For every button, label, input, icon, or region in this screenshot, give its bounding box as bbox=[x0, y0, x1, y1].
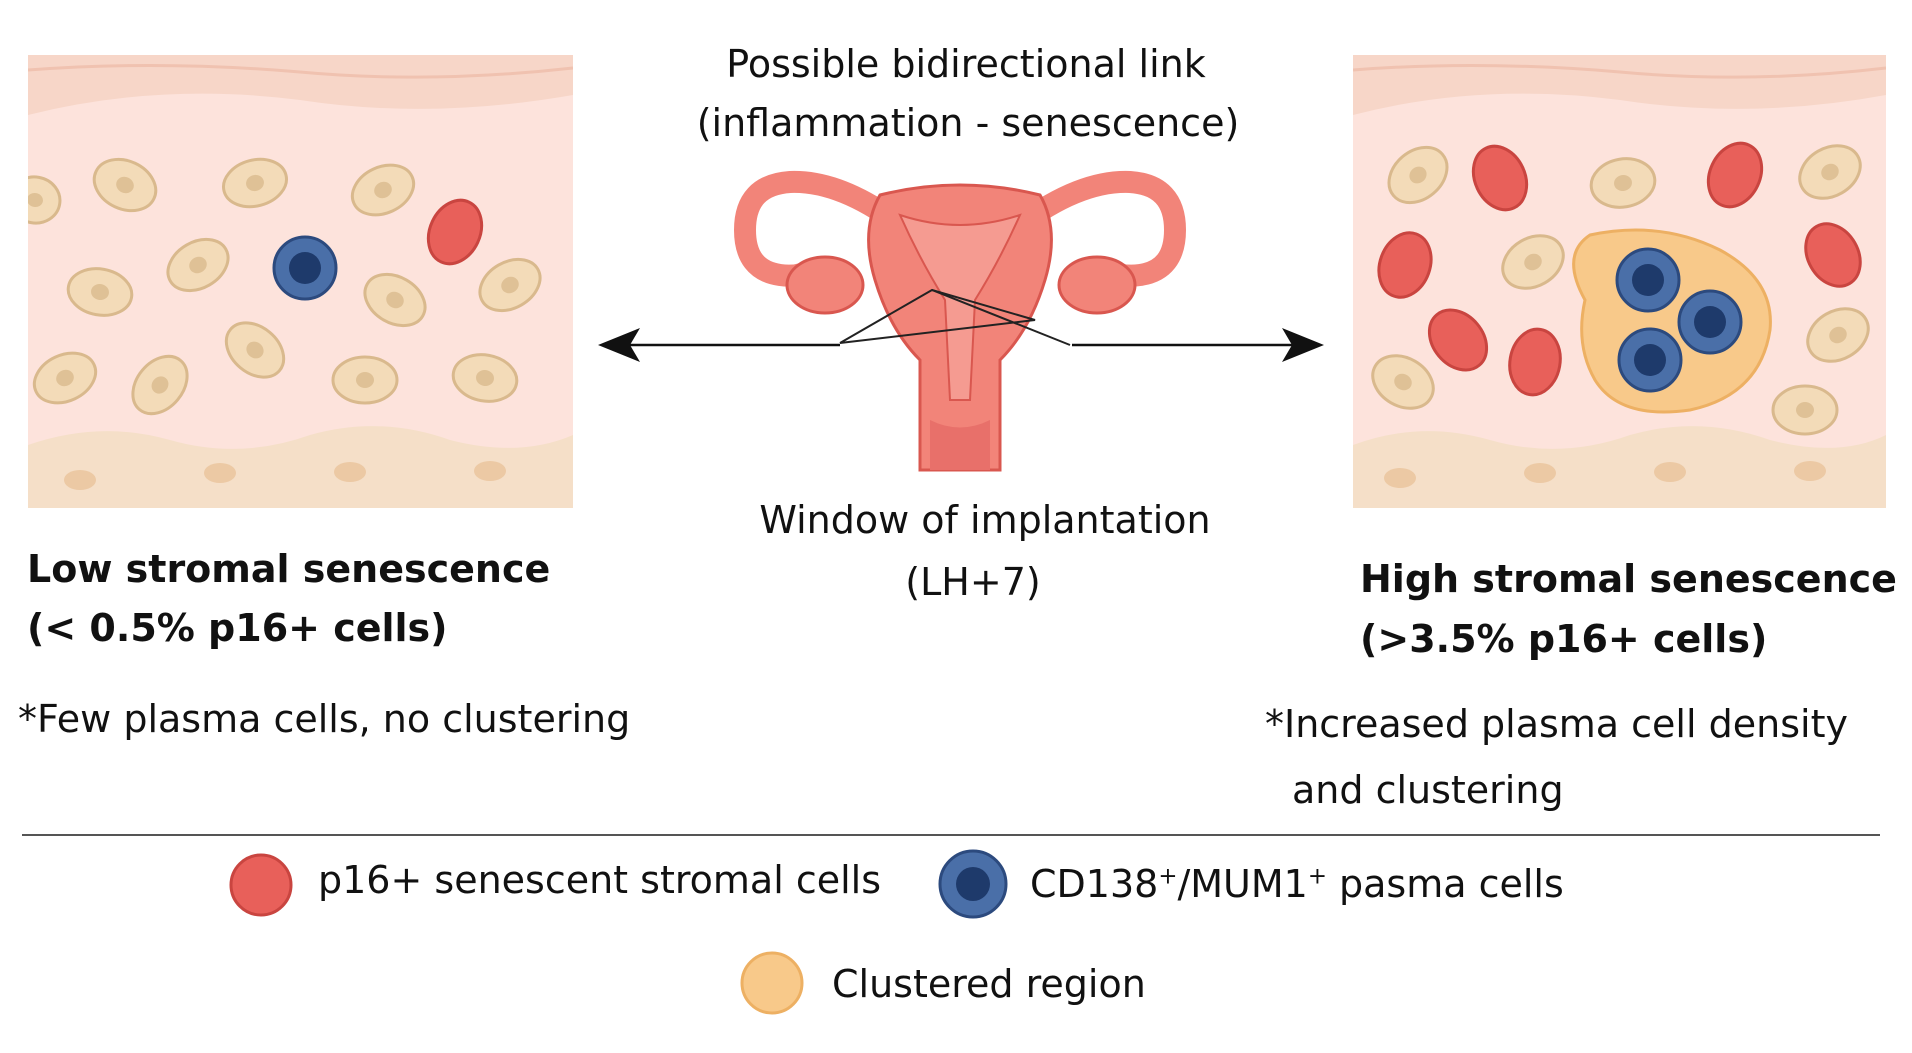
link-title-line2: (inflammation - senescence) bbox=[696, 101, 1240, 145]
right-arrow bbox=[1072, 328, 1324, 362]
right-bottom-nuclei bbox=[1384, 461, 1826, 488]
pointer-lines bbox=[839, 288, 1071, 346]
left-stromal-cells bbox=[28, 157, 542, 416]
stromal-cell bbox=[28, 175, 62, 225]
stromal-cell bbox=[1771, 384, 1839, 436]
uterus-cavity bbox=[898, 213, 1022, 401]
right-senescent-cells bbox=[1377, 141, 1862, 397]
left-bottom-band bbox=[28, 426, 573, 508]
legend-plasma-sup-a: + bbox=[1158, 863, 1178, 890]
right-stromal-cells bbox=[1371, 144, 1870, 436]
stromal-cell bbox=[350, 163, 416, 217]
link-title-line1: Possible bidirectional link bbox=[726, 42, 1206, 86]
legend-plasma-label: CD138+/MUM1+ pasma cells bbox=[1030, 862, 1564, 908]
left-ovary bbox=[785, 255, 865, 315]
uterus-left-tube bbox=[733, 170, 911, 287]
legend-cluster-label: Clustered region bbox=[832, 962, 1146, 1006]
stromal-cell bbox=[224, 321, 286, 379]
stromal-cell bbox=[1806, 307, 1870, 363]
senescent-cell bbox=[426, 198, 484, 266]
window-title-line2: (LH+7) bbox=[905, 560, 1041, 604]
stromal-cell bbox=[66, 267, 134, 317]
left-bottom-nuclei bbox=[64, 461, 506, 490]
stromal-cell bbox=[478, 257, 542, 313]
left-arrow bbox=[598, 328, 840, 362]
right-bottom-band bbox=[1353, 426, 1886, 508]
plasma-cell bbox=[1677, 289, 1743, 355]
stromal-cell bbox=[166, 237, 230, 293]
senescent-cell bbox=[1804, 222, 1862, 288]
uterus-cervix bbox=[930, 420, 990, 470]
plasma-cell bbox=[1617, 327, 1683, 393]
senescent-cell bbox=[1471, 144, 1529, 212]
right-panel-note-line2: and clustering bbox=[1292, 768, 1564, 812]
plasma-cell bbox=[1615, 247, 1681, 313]
legend-senescent-icon bbox=[229, 853, 293, 917]
right-plasma-cells bbox=[1615, 247, 1743, 393]
left-top-band bbox=[28, 55, 573, 115]
right-top-band bbox=[1353, 55, 1886, 115]
right-panel-title-line1: High stromal senescence bbox=[1360, 557, 1897, 601]
senescent-cell bbox=[1427, 308, 1489, 372]
stromal-cell bbox=[32, 351, 98, 405]
stromal-cell bbox=[451, 353, 519, 403]
left-panel-title-line2: (< 0.5% p16+ cells) bbox=[27, 606, 448, 650]
legend-plasma-label-b: /MUM1 bbox=[1177, 862, 1308, 906]
stromal-cell bbox=[1371, 354, 1435, 410]
stromal-cell bbox=[131, 354, 189, 416]
right-panel-note-line1: *Increased plasma cell density bbox=[1265, 702, 1848, 746]
legend-plasma-sup-b: + bbox=[1307, 863, 1327, 890]
uterus-illustration bbox=[733, 170, 1187, 472]
stromal-cell bbox=[363, 272, 427, 328]
senescent-cell bbox=[1508, 327, 1562, 397]
window-title-line1: Window of implantation bbox=[759, 498, 1211, 542]
right-tissue-panel bbox=[1353, 55, 1886, 508]
stromal-cell bbox=[1501, 234, 1565, 290]
right-top-band-line bbox=[1353, 63, 1886, 79]
stromal-cell bbox=[1589, 157, 1657, 209]
legend-senescent-label: p16+ senescent stromal cells bbox=[318, 858, 882, 902]
left-panel-note: *Few plasma cells, no clustering bbox=[18, 697, 631, 741]
left-tissue-panel bbox=[28, 55, 573, 508]
stromal-cell bbox=[92, 157, 158, 213]
stromal-cell bbox=[222, 157, 288, 209]
stromal-cell bbox=[331, 355, 399, 405]
senescent-cell bbox=[1706, 141, 1764, 209]
legend-plasma-label-c: pasma cells bbox=[1326, 862, 1564, 906]
stromal-cell bbox=[1798, 144, 1862, 200]
left-top-band-line bbox=[28, 63, 573, 79]
legend-cluster-icon bbox=[740, 951, 804, 1015]
right-panel-title-line2: (>3.5% p16+ cells) bbox=[1360, 617, 1768, 661]
right-ovary bbox=[1057, 255, 1137, 315]
legend-plasma-label-a: CD138 bbox=[1030, 862, 1159, 906]
stromal-cell bbox=[1387, 145, 1449, 205]
legend-plasma-icon bbox=[938, 849, 1008, 919]
senescent-cell bbox=[1377, 231, 1433, 299]
left-panel-title-line1: Low stromal senescence bbox=[27, 547, 551, 591]
plasma-cell bbox=[272, 235, 338, 301]
